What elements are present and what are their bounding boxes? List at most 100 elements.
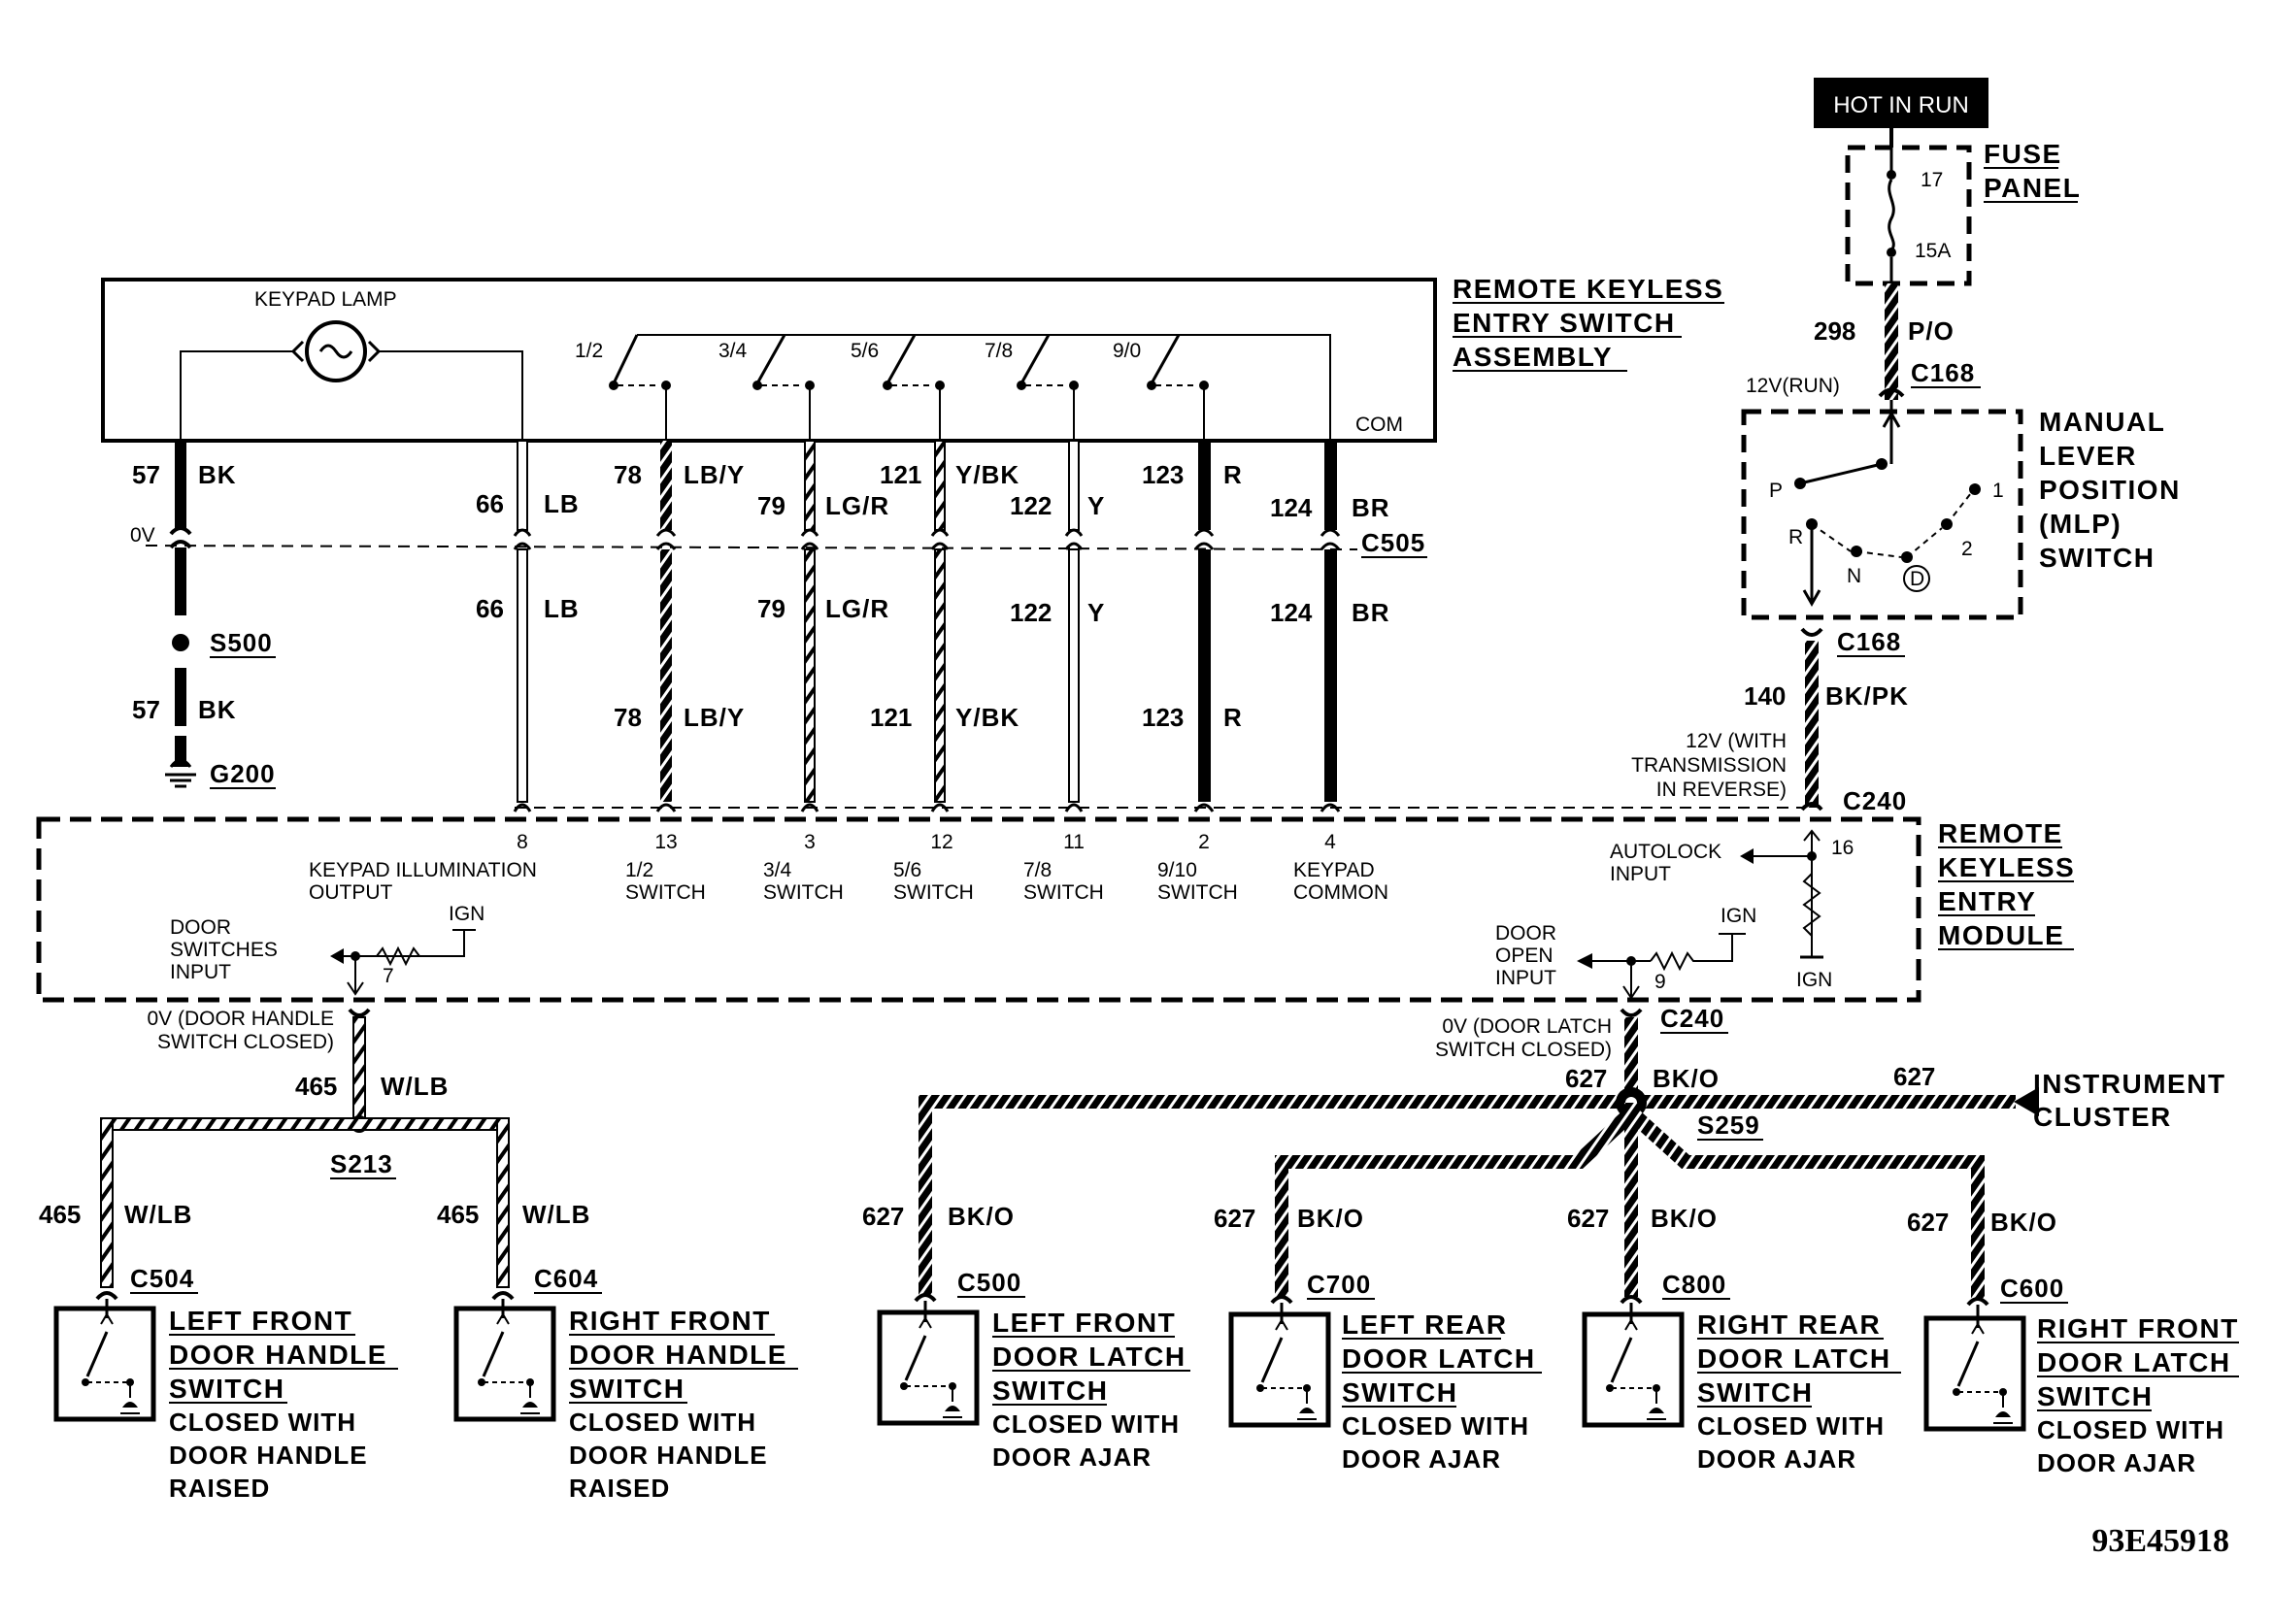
svg-text:122: 122	[1010, 491, 1052, 520]
svg-text:79: 79	[757, 594, 785, 623]
svg-text:INPUT: INPUT	[170, 961, 231, 983]
diagram-code: 93E45918	[2091, 1523, 2229, 1559]
svg-text:BK/O: BK/O	[948, 1202, 1015, 1231]
svg-text:SWITCH: SWITCH	[763, 881, 844, 904]
svg-text:CLOSED WITH: CLOSED WITH	[992, 1409, 1180, 1439]
mlp-switch: P R N D 2 1 MANUAL LEVER POSITION (MLP) …	[1741, 400, 2181, 620]
svg-text:17: 17	[1921, 169, 1943, 191]
svg-text:RAISED: RAISED	[569, 1474, 670, 1503]
svg-text:DOOR HANDLE: DOOR HANDLE	[569, 1441, 768, 1470]
svg-text:SWITCH: SWITCH	[1697, 1377, 1813, 1408]
svg-text:C240: C240	[1660, 1004, 1724, 1033]
svg-text:11: 11	[1063, 831, 1085, 853]
svg-text:POSITION: POSITION	[2039, 475, 2181, 505]
svg-text:S500: S500	[210, 628, 273, 657]
svg-text:W/LB: W/LB	[381, 1072, 449, 1101]
svg-text:DOOR HANDLE: DOOR HANDLE	[569, 1340, 787, 1370]
svg-text:TRANSMISSION: TRANSMISSION	[1631, 754, 1787, 777]
right-rear-door-latch-switch: 627 BK/O C800 RIGHT REAR DOOR LATCH SWIT…	[1567, 1204, 1901, 1474]
svg-text:7: 7	[383, 965, 394, 987]
svg-text:BK/O: BK/O	[1651, 1204, 1718, 1233]
svg-text:SWITCH: SWITCH	[893, 881, 974, 904]
svg-text:124: 124	[1270, 493, 1313, 522]
remote-keyless-entry-module: 8 KEYPAD ILLUMINATION OUTPUT 13 1/2 SWIT…	[36, 816, 2074, 1003]
svg-text:122: 122	[1010, 598, 1052, 627]
svg-text:LG/R: LG/R	[825, 491, 889, 520]
svg-text:CLOSED WITH: CLOSED WITH	[2037, 1415, 2224, 1444]
svg-text:298: 298	[1814, 316, 1855, 346]
svg-text:BR: BR	[1352, 598, 1390, 627]
svg-text:FUSE: FUSE	[1984, 139, 2062, 169]
svg-text:78: 78	[614, 703, 642, 732]
svg-text:465: 465	[39, 1200, 81, 1229]
svg-text:57: 57	[132, 460, 160, 489]
svg-text:7/8: 7/8	[985, 340, 1013, 362]
svg-text:Y/BK: Y/BK	[955, 460, 1019, 489]
svg-text:C168: C168	[1911, 358, 1975, 387]
svg-text:627: 627	[1893, 1062, 1935, 1091]
svg-text:CLOSED WITH: CLOSED WITH	[569, 1408, 756, 1437]
svg-text:PANEL: PANEL	[1984, 173, 2081, 203]
svg-text:SWITCH: SWITCH	[625, 881, 706, 904]
svg-text:LB/Y: LB/Y	[684, 460, 745, 489]
svg-text:3/4: 3/4	[718, 340, 748, 362]
svg-text:RIGHT REAR: RIGHT REAR	[1697, 1309, 1881, 1340]
splice-s500	[172, 634, 189, 651]
wire-79: 79 LG/R 79 LG/R	[757, 440, 889, 803]
svg-text:4: 4	[1324, 831, 1336, 853]
svg-text:REMOTE: REMOTE	[1938, 818, 2063, 848]
left-rear-door-latch-switch: 627 BK/O C700 LEFT REAR DOOR LATCH SWITC…	[1214, 1204, 1542, 1474]
left-front-door-latch-switch: 627 BK/O C500 LEFT FRONT DOOR LATCH SWIT…	[862, 1202, 1190, 1472]
svg-text:SWITCH: SWITCH	[992, 1375, 1108, 1406]
keypad-switch-assembly: KEYPAD LAMP COM 1/2 3/4	[101, 274, 1724, 443]
svg-text:DOOR: DOOR	[1495, 922, 1556, 945]
svg-text:CLUSTER: CLUSTER	[2033, 1102, 2172, 1132]
switch-9-0-icon: 9/0	[1113, 334, 1209, 441]
svg-text:IN REVERSE): IN REVERSE)	[1656, 779, 1787, 801]
svg-text:C504: C504	[130, 1264, 194, 1293]
svg-text:C168: C168	[1837, 627, 1901, 656]
svg-text:627: 627	[1214, 1204, 1255, 1233]
svg-text:140: 140	[1744, 681, 1786, 711]
svg-text:627: 627	[1907, 1208, 1949, 1237]
svg-text:BR: BR	[1352, 493, 1390, 522]
svg-text:78: 78	[614, 460, 642, 489]
svg-text:3: 3	[804, 831, 816, 853]
svg-text:MANUAL: MANUAL	[2039, 407, 2165, 437]
svg-text:IGN: IGN	[1796, 969, 1832, 991]
svg-text:1: 1	[1992, 480, 2004, 502]
svg-text:R: R	[1223, 703, 1243, 732]
svg-text:COMMON: COMMON	[1293, 881, 1388, 904]
svg-text:DOOR AJAR: DOOR AJAR	[1697, 1444, 1856, 1474]
svg-text:BK/PK: BK/PK	[1825, 681, 1909, 711]
svg-text:RAISED: RAISED	[169, 1474, 270, 1503]
svg-text:C800: C800	[1662, 1270, 1726, 1299]
svg-text:121: 121	[870, 703, 912, 732]
svg-text:0V (DOOR LATCH: 0V (DOOR LATCH	[1442, 1015, 1612, 1038]
svg-text:12V (WITH: 12V (WITH	[1686, 730, 1787, 752]
svg-text:DOOR AJAR: DOOR AJAR	[992, 1442, 1152, 1472]
svg-text:HOT IN RUN: HOT IN RUN	[1833, 92, 1969, 118]
svg-text:LEFT FRONT: LEFT FRONT	[169, 1306, 352, 1336]
svg-text:R: R	[1223, 460, 1243, 489]
fuse-panel: 17 15A FUSE PANEL	[1845, 139, 2081, 286]
door-latch-circuit: C240 0V (DOOR LATCH SWITCH CLOSED) 627 B…	[919, 1004, 2224, 1299]
svg-text:57: 57	[132, 695, 160, 724]
svg-text:16: 16	[1831, 837, 1854, 859]
svg-text:CLOSED WITH: CLOSED WITH	[169, 1408, 356, 1437]
svg-text:8: 8	[517, 831, 528, 853]
svg-text:AUTOLOCK: AUTOLOCK	[1610, 841, 1721, 863]
svg-text:Y: Y	[1087, 491, 1105, 520]
svg-text:LB/Y: LB/Y	[684, 703, 745, 732]
svg-text:COM: COM	[1355, 414, 1403, 436]
svg-text:S259: S259	[1697, 1110, 1760, 1140]
svg-text:CLOSED WITH: CLOSED WITH	[1697, 1411, 1885, 1441]
svg-text:627: 627	[1567, 1204, 1609, 1233]
svg-text:KEYPAD: KEYPAD	[1293, 859, 1375, 881]
left-door-handle-circuit: 0V (DOOR HANDLE SWITCH CLOSED) 465 W/LB …	[39, 1008, 589, 1288]
svg-text:R: R	[1788, 526, 1803, 548]
fuse-icon	[1888, 179, 1895, 251]
svg-text:ENTRY: ENTRY	[1938, 886, 2036, 916]
svg-text:RIGHT FRONT: RIGHT FRONT	[569, 1306, 771, 1336]
